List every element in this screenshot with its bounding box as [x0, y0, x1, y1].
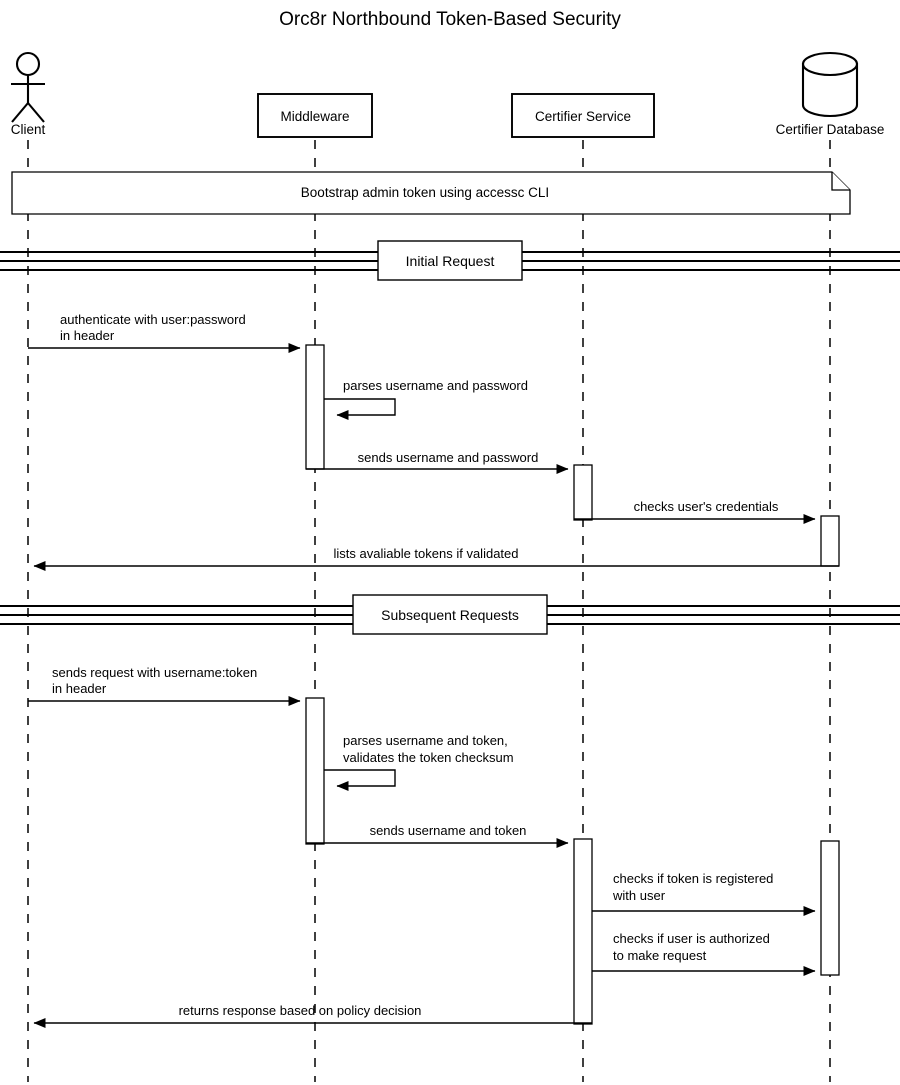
message-label: lists avaliable tokens if validated — [334, 546, 519, 561]
message-label-line1: parses username and token, — [343, 733, 508, 748]
message-label-line1: sends request with username:token — [52, 665, 257, 680]
message-checks-users-credentials[interactable]: checks user's credentials — [574, 499, 816, 524]
message-checks-if-user-is-authorized[interactable]: checks if user is authorized to make req… — [592, 931, 816, 976]
message-authenticate-with-user-password[interactable]: authenticate with user:password in heade… — [28, 312, 301, 353]
divider-label-box-subsequent[interactable] — [352, 594, 548, 635]
activation-bar-certifier-database-1 — [820, 515, 840, 567]
actor-leg-left-icon — [11, 102, 29, 123]
message-lists-avaliable-tokens[interactable]: lists avaliable tokens if validated — [33, 546, 839, 571]
message-label-line1: authenticate with user:password — [60, 312, 246, 327]
self-message-arrow — [324, 769, 396, 791]
message-label-line2: to make request — [613, 948, 707, 963]
message-label-line1: checks if token is registered — [613, 871, 773, 886]
activation-bar-middleware-2 — [305, 697, 325, 845]
divider-label-box-initial[interactable] — [377, 240, 523, 281]
message-label-line2: in header — [52, 681, 107, 696]
actor-head-icon — [15, 51, 41, 77]
message-label-line1: checks if user is authorized — [613, 931, 770, 946]
message-sends-request-with-username-token[interactable]: sends request with username:token in hea… — [28, 665, 301, 706]
message-label: sends username and password — [358, 450, 539, 465]
lifelines-group — [27, 140, 831, 1082]
note-shape — [11, 171, 851, 215]
participant-label-certifier-service: Certifier Service — [535, 109, 631, 124]
self-message-arrow — [324, 398, 396, 420]
activation-bar-certifier-database-2 — [820, 840, 840, 976]
database-cylinder-body-icon — [801, 62, 859, 118]
message-checks-if-token-is-registered[interactable]: checks if token is registered with user — [592, 871, 816, 916]
participant-label-middleware: Middleware — [280, 109, 349, 124]
note-folded-corner-icon — [831, 172, 850, 191]
message-label-line2: with user — [612, 888, 666, 903]
activation-bar-middleware-1 — [305, 344, 325, 470]
message-label: checks user's credentials — [634, 499, 779, 514]
message-label: parses username and password — [343, 378, 528, 393]
message-parses-username-and-password[interactable]: parses username and password — [324, 378, 528, 420]
actor-leg-right-icon — [27, 102, 45, 123]
participant-certifier-service[interactable]: Certifier Service — [511, 93, 655, 138]
message-sends-username-and-password[interactable]: sends username and password — [306, 450, 569, 474]
participant-box-certifier-service[interactable] — [511, 93, 655, 138]
participant-client[interactable]: Client — [11, 51, 46, 137]
activation-bar-certifier-service-1 — [573, 464, 593, 521]
message-label-line2: in header — [60, 328, 115, 343]
message-sends-username-and-token[interactable]: sends username and token — [306, 823, 569, 848]
participant-box-middleware[interactable] — [257, 93, 373, 138]
divider-label-subsequent: Subsequent Requests — [381, 607, 519, 623]
message-label: sends username and token — [370, 823, 527, 838]
participant-certifier-database[interactable]: Certifier Database — [776, 51, 885, 137]
activation-bar-certifier-service-2 — [573, 838, 593, 1025]
divider-subsequent-requests[interactable]: Subsequent Requests — [0, 594, 900, 635]
message-label: returns response based on policy decisio… — [179, 1003, 422, 1018]
message-label-line2: validates the token checksum — [343, 750, 514, 765]
participant-label-certifier-database: Certifier Database — [776, 122, 885, 137]
divider-initial-request[interactable]: Initial Request — [0, 240, 900, 281]
diagram-title: Orc8r Northbound Token-Based Security — [279, 9, 621, 30]
database-cylinder-top-icon — [801, 51, 859, 77]
note-text: Bootstrap admin token using accessc CLI — [301, 185, 549, 200]
message-parses-username-and-token[interactable]: parses username and token, validates the… — [324, 733, 514, 791]
divider-label-initial: Initial Request — [406, 253, 495, 269]
message-returns-response-based-on-policy-decision[interactable]: returns response based on policy decisio… — [33, 1003, 592, 1028]
participant-label-client: Client — [11, 122, 46, 137]
note-bootstrap-admin-token[interactable]: Bootstrap admin token using accessc CLI — [11, 171, 851, 215]
participant-middleware[interactable]: Middleware — [257, 93, 373, 138]
